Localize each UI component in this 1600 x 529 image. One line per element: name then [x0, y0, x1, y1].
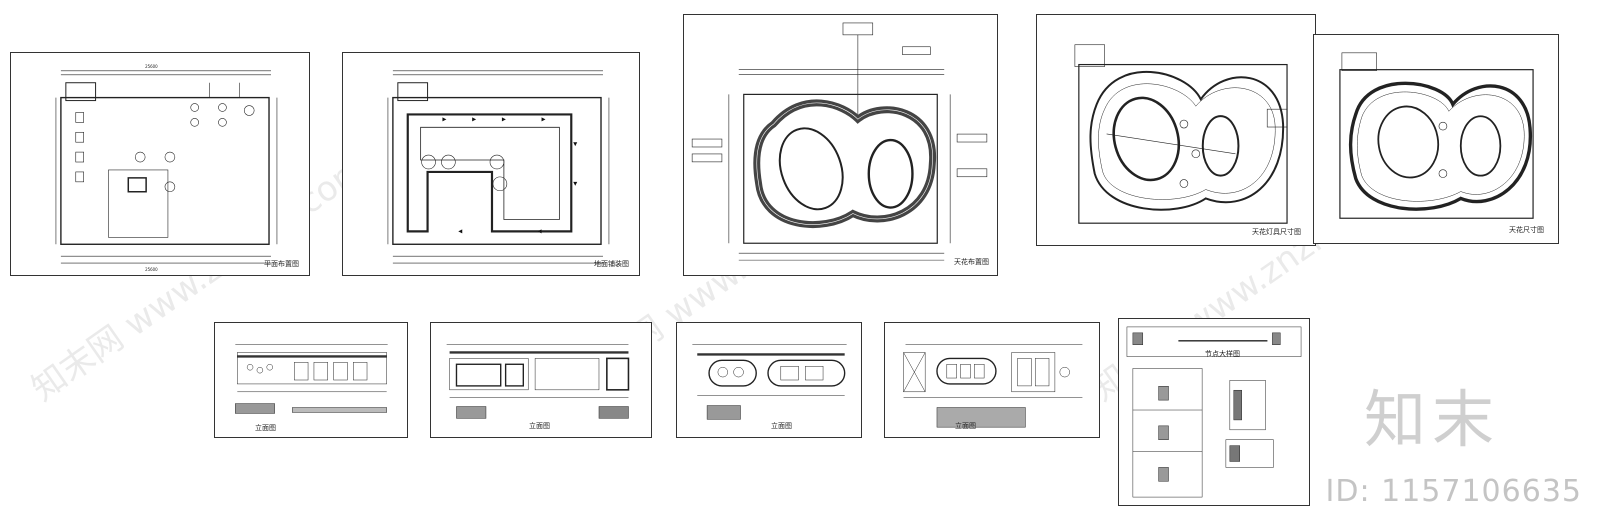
sheet-ceiling-plan: 天花布置图: [683, 14, 998, 276]
flooring-plan-drawing: [387, 70, 610, 264]
sheet-elevation-1: 立面图: [214, 322, 408, 438]
sheet-ceiling-dimension: 天花尺寸图: [1313, 34, 1559, 244]
sheet-elevation-3: 立面图: [676, 322, 862, 438]
floor-plan-drawing: 25600 25600: [55, 64, 278, 272]
ceiling-plan-drawing: [691, 22, 988, 261]
sheet-caption: 地面铺装图: [594, 260, 629, 268]
sheet-caption: 立面图: [955, 422, 976, 430]
sheet-details: 节点大样图: [1118, 318, 1310, 506]
ceiling-lighting-drawing: [1074, 44, 1288, 224]
watermark-id: ID: 1157106635: [1325, 474, 1582, 509]
sheet-caption: 立面图: [255, 424, 276, 432]
dim-top-total: 25600: [145, 64, 158, 69]
sheet-elevation-2: 立面图: [430, 322, 652, 438]
sheet-caption: 天花灯具尺寸图: [1252, 228, 1301, 236]
sheet-caption: 立面图: [529, 422, 550, 430]
elevation-3-drawing: [692, 344, 847, 420]
dim-bottom-total: 25600: [145, 267, 158, 272]
elevation-2-drawing: [446, 344, 630, 419]
sheet-elevation-4: 立面图: [884, 322, 1100, 438]
sheet-caption: 天花尺寸图: [1509, 226, 1544, 234]
sheet-ceiling-lighting: 天花灯具尺寸图: [1036, 14, 1316, 246]
sheet-caption: 平面布置图: [264, 260, 299, 268]
sheet-flooring-plan: 地面铺装图: [342, 52, 640, 276]
details-drawing: [1126, 326, 1302, 498]
ceiling-dimension-drawing: [1339, 52, 1534, 219]
sheet-caption: 天花布置图: [954, 258, 989, 266]
elevation-1-drawing: [235, 344, 388, 414]
sheet-caption: 节点大样图: [1205, 350, 1240, 358]
elevation-4-drawing: [903, 344, 1083, 428]
sheet-floor-plan: 25600 25600 平面布置图: [10, 52, 310, 276]
watermark-logo: 知末: [1363, 383, 1500, 456]
sheet-caption: 立面图: [771, 422, 792, 430]
